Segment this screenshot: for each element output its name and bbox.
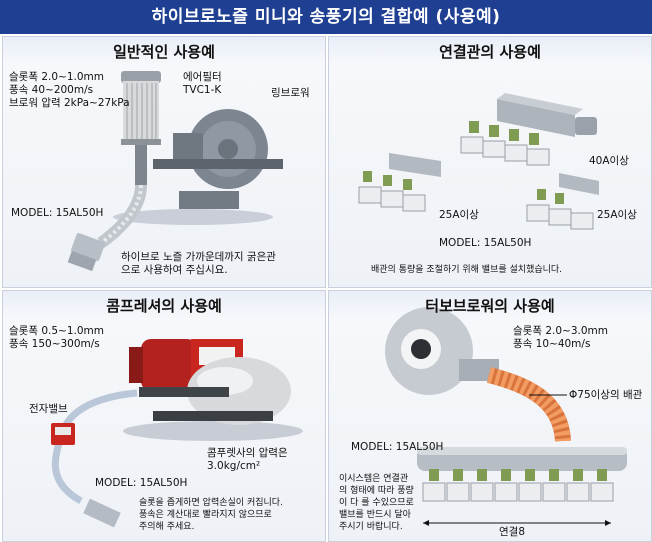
- panel-title-turbo: 터보브로워의 사용예: [425, 297, 555, 315]
- size-25a-right-label: 25A이상: [597, 209, 637, 221]
- usage-note-line3: 주의해 주세요.: [139, 522, 195, 532]
- pipe-diameter-label: Φ75이상의 배관: [569, 389, 643, 401]
- panel-turbo-blower: 터보브로워의 사용예 슬롯폭 2.0~3.0mm 풍속 10~40m/s Φ75…: [328, 290, 652, 542]
- size-40a-label: 40A이상: [589, 155, 629, 167]
- system-note-line1: 이시스템은 연결관: [339, 474, 409, 484]
- model-label: MODEL: 15AL50H: [95, 477, 188, 489]
- spec-blower-pressure: 브로워 압력 2kPa~27kPa: [9, 97, 130, 109]
- ring-blower-label: 링브로워: [271, 87, 310, 99]
- blower-with-filter-illustration: [67, 71, 283, 272]
- air-filter-model: TVC1-K: [183, 84, 222, 96]
- usage-note-line2: 풍속은 계산대로 빨라지지 않으므로: [139, 510, 272, 520]
- air-filter-label: 에어필터: [183, 71, 222, 83]
- pressure-value: 3.0kg/cm²: [207, 460, 261, 472]
- compressor-illustration: [51, 339, 303, 528]
- usage-note-line1: 하이브로 노즐 가까운데까지 굵은관: [121, 251, 276, 263]
- panel-general-use: 일반적인 사용예 슬롯폭 2.0~1.0mm 풍속 40~200m/s 브로워 …: [2, 36, 326, 288]
- connection-pipe-illustration: [358, 93, 599, 230]
- panel-title-general: 일반적인 사용예: [113, 43, 215, 61]
- system-note-line2: 의 형태에 따라 풍량: [339, 486, 414, 496]
- system-note-line3: 이 다 를 수있으므로: [339, 498, 414, 508]
- spec-slot-width: 슬롯폭 2.0~1.0mm: [9, 71, 104, 83]
- model-label: MODEL: 15AL50H: [439, 237, 532, 249]
- spec-slot-width: 슬롯폭 0.5~1.0mm: [9, 325, 104, 337]
- solenoid-valve-label: 전자밸브: [29, 403, 68, 415]
- system-note-line5: 주시기 바랍니다.: [339, 522, 403, 532]
- model-label: MODEL: 15AL50H: [351, 441, 444, 453]
- usage-note-line1: 슬롯을 좁게하면 압력손실이 커집니다.: [139, 498, 283, 508]
- page-title: 하이브로노즐 미니와 송풍기의 결합예 (사용예): [0, 0, 652, 34]
- panel-title-compressor: 콤프레셔의 사용예: [106, 297, 222, 315]
- spec-slot-width: 슬롯폭 2.0~3.0mm: [513, 325, 608, 337]
- spec-air-speed: 풍속 10~40m/s: [513, 338, 591, 350]
- valve-note: 배관의 통량을 조절하기 위해 밸브를 설치했습니다.: [371, 265, 563, 275]
- spec-air-speed: 풍속 150~300m/s: [9, 338, 100, 350]
- connector-count-label: 연결8: [499, 526, 526, 538]
- spec-air-speed: 풍속 40~200m/s: [9, 84, 94, 96]
- turbo-blower-illustration: [385, 307, 627, 526]
- pressure-label: 콤푸렛사의 압력은: [207, 447, 288, 459]
- panel-compressor: 콤프레셔의 사용예 슬롯폭 0.5~1.0mm 풍속 150~300m/s 전자…: [2, 290, 326, 542]
- model-label: MODEL: 15AL50H: [11, 207, 104, 219]
- panel-connection-pipe: 연결관의 사용예 40A이상 25A이상 25A이상 MODEL: 15AL50…: [328, 36, 652, 288]
- usage-note-line2: 으로 사용하여 주십시요.: [121, 264, 228, 276]
- system-note-line4: 밸브를 반드시 달아: [339, 510, 411, 520]
- size-25a-left-label: 25A이상: [439, 209, 479, 221]
- panel-title-pipe: 연결관의 사용예: [439, 43, 541, 61]
